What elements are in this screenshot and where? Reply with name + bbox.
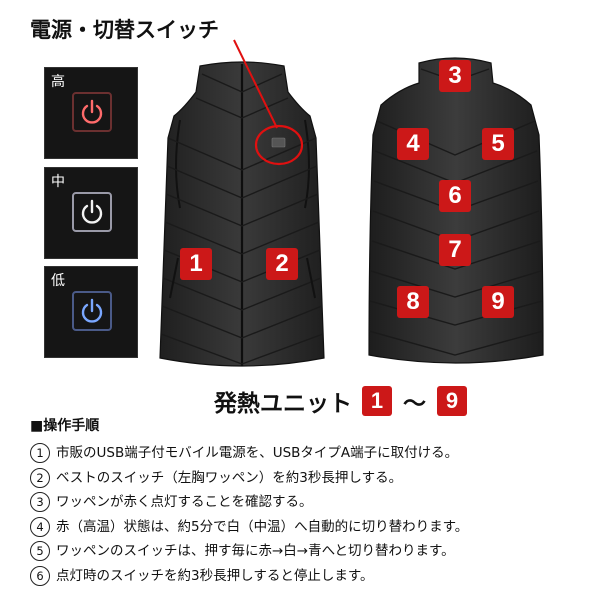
step-number: 5	[30, 541, 50, 562]
heat-unit-badge: 5	[482, 128, 514, 160]
step-text: ベストのスイッチ（左胸ワッペン）を約3秒長押しする。	[56, 469, 403, 486]
procedure-list: 1 市販のUSB端子付モバイル電源を、USBタイプA端子に取付ける。 2 ベストのス…	[30, 441, 590, 589]
step-text: 点灯時のスイッチを約3秒長押しすると停止します。	[56, 567, 374, 584]
switch-callout-label: 電源・切替スイッチ	[30, 18, 219, 42]
level-mid-label: 中	[51, 174, 65, 190]
heat-unit-badge: 4	[397, 128, 429, 160]
step-number: 6	[30, 565, 50, 586]
power-icon	[81, 199, 103, 224]
heat-unit-badge: 3	[439, 60, 471, 92]
level-high-swatch: 高	[44, 67, 138, 159]
heat-unit-badge: 6	[439, 180, 471, 212]
heat-unit-badge: 7	[439, 234, 471, 266]
step-number: 3	[30, 492, 50, 513]
procedure-step: 2 ベストのスイッチ（左胸ワッペン）を約3秒長押しする。	[30, 466, 590, 491]
level-low-label: 低	[51, 273, 65, 289]
step-text: ワッペンのスイッチは、押す毎に赤→白→青へと切り替わります。	[56, 543, 455, 560]
vest-back-image	[368, 57, 544, 364]
procedure-step: 5 ワッペンのスイッチは、押す毎に赤→白→青へと切り替わります。	[30, 539, 590, 564]
heat-units-caption: 発熱ユニット 1 〜 9	[214, 384, 472, 418]
procedure-title: ■操作手順	[30, 418, 100, 434]
heat-unit-badge: 1	[180, 248, 212, 280]
step-number: 2	[30, 467, 50, 488]
step-text: ワッペンが赤く点灯することを確認する。	[56, 494, 313, 511]
procedure-step: 6 点灯時のスイッチを約3秒長押しすると停止します。	[30, 564, 590, 589]
procedure-step: 3 ワッペンが赤く点灯することを確認する。	[30, 490, 590, 515]
step-text: 赤（高温）状態は、約5分で白（中温）へ自動的に切り替わります。	[56, 518, 469, 535]
heat-units-caption-text: 発熱ユニット	[214, 391, 352, 417]
power-icon	[81, 298, 103, 323]
level-mid-swatch: 中	[44, 167, 138, 259]
level-high-label: 高	[51, 74, 65, 90]
heat-unit-badge-first: 1	[362, 386, 392, 416]
power-icon	[81, 99, 103, 124]
heat-unit-badge: 8	[397, 286, 429, 318]
step-number: 1	[30, 443, 50, 463]
level-low-swatch: 低	[44, 266, 138, 358]
procedure-step: 1 市販のUSB端子付モバイル電源を、USBタイプA端子に取付ける。	[30, 441, 590, 466]
heat-unit-badge: 9	[482, 286, 514, 318]
heat-unit-badge-last: 9	[437, 386, 467, 416]
step-text: 市販のUSB端子付モバイル電源を、USBタイプA端子に取付ける。	[56, 445, 459, 461]
procedure-step: 4 赤（高温）状態は、約5分で白（中温）へ自動的に切り替わります。	[30, 515, 590, 540]
range-tilde: 〜	[403, 391, 426, 417]
heat-unit-badge: 2	[266, 248, 298, 280]
step-number: 4	[30, 516, 50, 537]
